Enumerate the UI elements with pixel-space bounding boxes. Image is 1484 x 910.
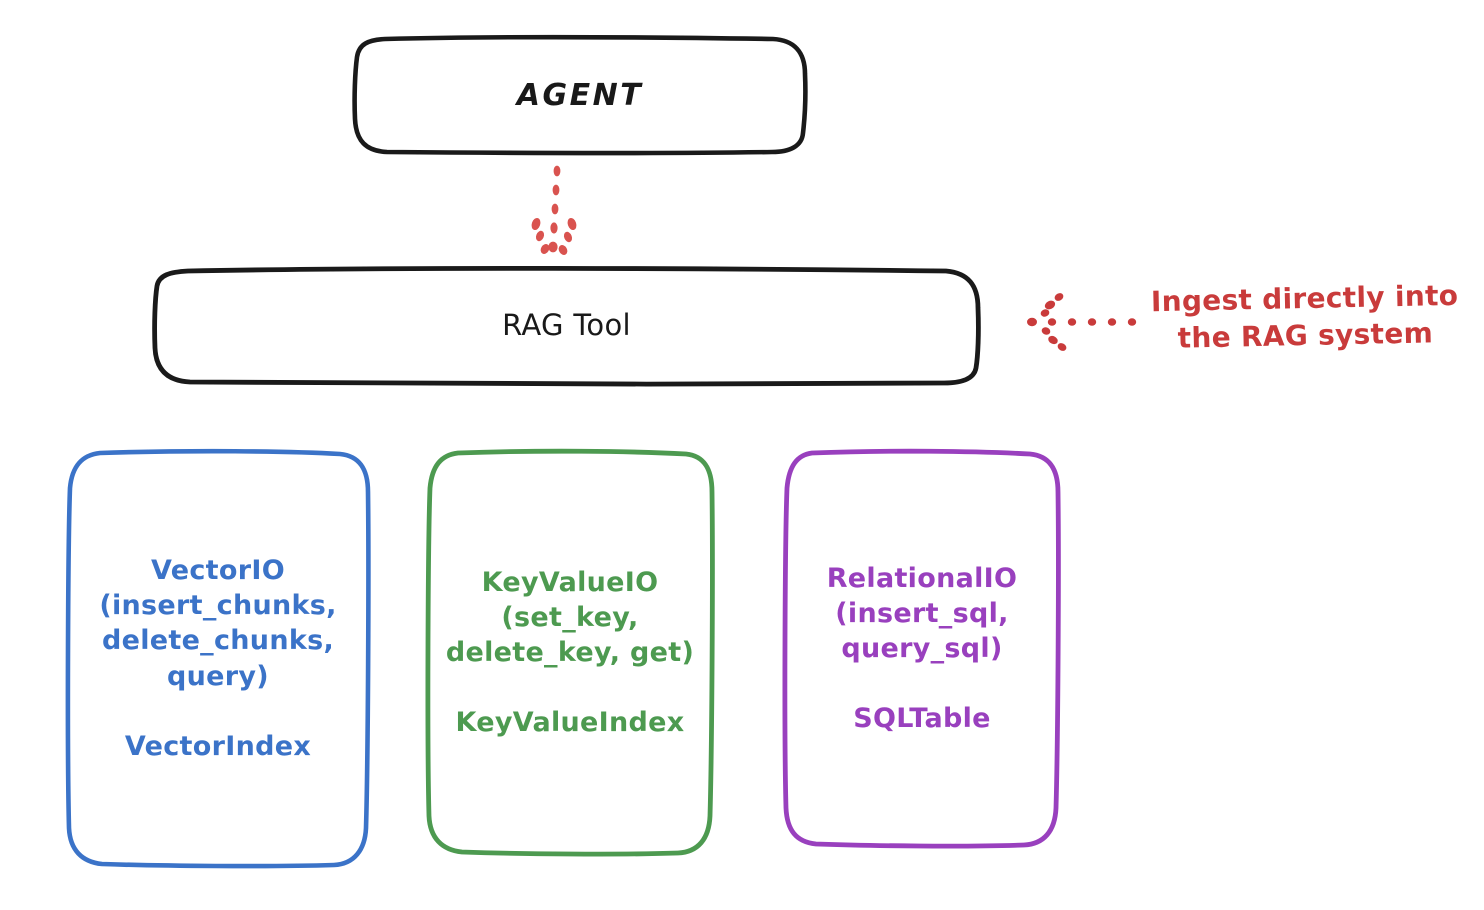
rag-tool-node[interactable] (152, 265, 981, 387)
key-value-io-node[interactable] (425, 448, 715, 857)
vector-io-node[interactable] (65, 448, 371, 869)
vector-io-box-outline (65, 448, 371, 869)
relational-io-box-outline (782, 448, 1061, 849)
annotation-to-rag-tool-connector (1027, 293, 1137, 351)
rag-tool-box-outline (152, 265, 981, 387)
relational-io-node[interactable] (782, 448, 1061, 849)
agent-node[interactable] (352, 34, 808, 156)
agent-to-rag-tool-connector (531, 165, 577, 255)
agent-box-outline (352, 34, 808, 156)
key-value-io-box-outline (425, 448, 715, 857)
